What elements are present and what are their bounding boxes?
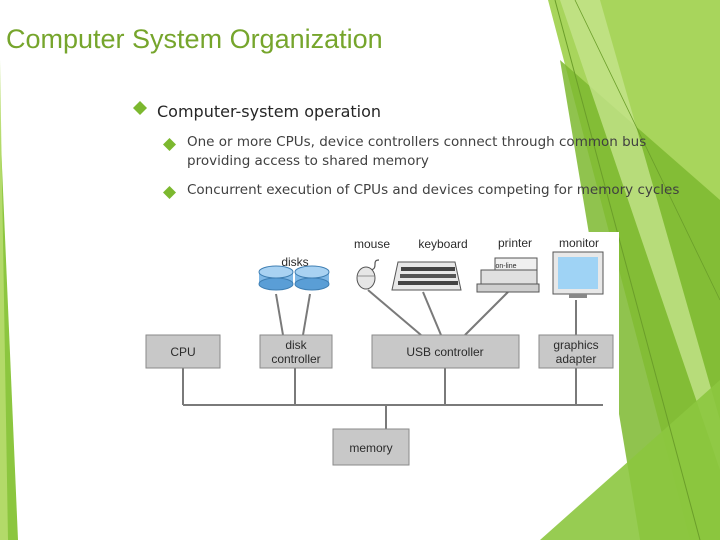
usb-controller-label: USB controller (406, 345, 483, 359)
bullet-computer-system-operation: Computer-system operation (157, 102, 382, 121)
diamond-bullet-icon (163, 138, 176, 151)
diamond-bullet-icon (163, 186, 176, 199)
disk-link-left (275, 293, 284, 336)
printer-icon: on-line (476, 257, 540, 293)
bottom-right-green-shard (540, 380, 720, 540)
right-edge-light-shard (560, 0, 720, 470)
subbullet-concurrent-execution: Concurrent execution of CPUs and devices… (187, 182, 680, 198)
graphics-adapter-label-line2: adapter (556, 352, 597, 366)
monitor-icon (552, 251, 604, 298)
printer-label: printer (498, 236, 532, 250)
disks-label: disks (281, 255, 308, 269)
printer-online-tag: on-line (495, 263, 516, 270)
graphics-adapter-label-line1: graphics (553, 338, 598, 352)
system-organization-diagram: disks mouse keyboard printer monitor on-… (143, 232, 619, 468)
keyboard-label: keyboard (418, 237, 467, 251)
right-edge-line (554, 0, 701, 540)
mouse-label: mouse (354, 237, 390, 251)
monitor-label: monitor (559, 236, 599, 250)
mouse-icon (356, 259, 380, 290)
subbullet-cpus-controllers: One or more CPUs, device controllers con… (187, 134, 647, 169)
right-edge-line-2 (574, 0, 720, 301)
disk-link-right (302, 293, 311, 336)
memory-label: memory (349, 441, 392, 455)
slide-title: Computer System Organization (6, 24, 383, 54)
disk-controller-box (259, 334, 333, 369)
memory-box (332, 428, 410, 466)
printer-link (464, 291, 509, 336)
disk-controller-label-line2: controller (271, 352, 320, 366)
keyboard-icon (391, 261, 462, 291)
disk-icon (258, 265, 294, 291)
disk-icon (294, 265, 330, 291)
cpu-label: CPU (170, 345, 195, 359)
left-edge-light-band (0, 60, 8, 540)
graphics-adapter-box (538, 334, 614, 369)
mouse-link (367, 289, 422, 336)
diamond-bullet-icon (133, 101, 147, 115)
cpu-box (145, 334, 221, 369)
keyboard-link (422, 291, 442, 336)
disk-controller-label-line1: disk (285, 338, 307, 352)
usb-controller-box (371, 334, 520, 369)
